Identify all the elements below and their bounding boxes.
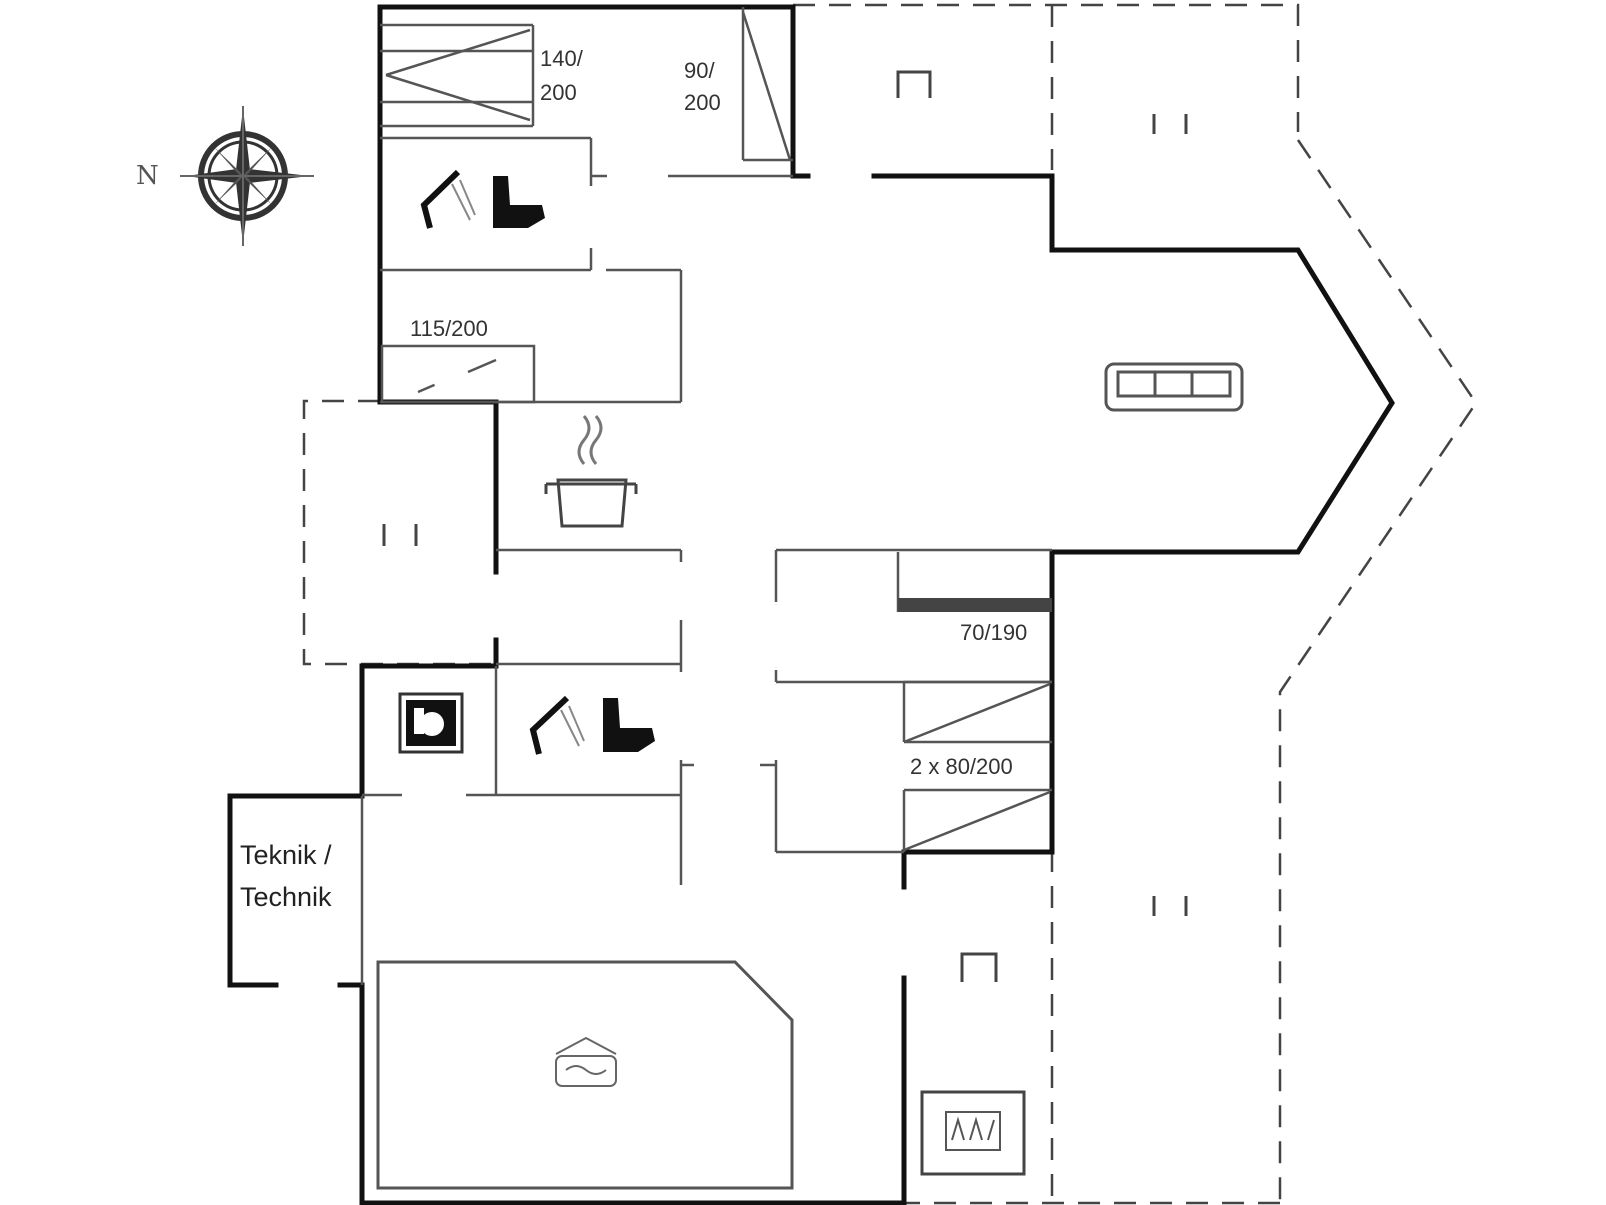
bed-140-200-label-line1: 140/ xyxy=(540,46,584,71)
shower-toilet-icon xyxy=(529,695,655,755)
bed-2x80-200-label: 2 x 80/200 xyxy=(910,754,1013,779)
terrace-outlines xyxy=(302,3,1478,1205)
utility-room-label-line2: Technik xyxy=(240,882,332,912)
shower-toilet-icon xyxy=(420,169,545,229)
sofa-icon xyxy=(1104,362,1244,412)
whirlpool-icon xyxy=(376,960,794,1190)
bed-140-200-label-line2: 200 xyxy=(540,80,577,105)
bed-90-200-label-line2: 200 xyxy=(684,90,721,115)
bed-115-200-label: 115/200 xyxy=(410,316,488,341)
compass-rose-icon xyxy=(180,106,314,246)
bed-2x80-200 xyxy=(903,682,1051,852)
garden-furniture-icon xyxy=(382,70,1188,982)
bed-90-200-label-line1: 90/ xyxy=(684,58,715,83)
washing-machine-icon xyxy=(398,692,464,754)
cooking-pot-icon xyxy=(544,415,638,528)
interior-walls xyxy=(360,7,1052,985)
compass-north-label: N xyxy=(136,161,159,191)
bed-115-200 xyxy=(380,344,536,404)
bed-140-200 xyxy=(380,28,533,122)
bed-70-190-label: 70/190 xyxy=(960,620,1027,645)
bed-90-200 xyxy=(741,11,792,161)
exterior-walls xyxy=(227,4,1395,1205)
utility-room-label-line1: Teknik / xyxy=(240,840,332,870)
sauna-icon xyxy=(920,1090,1026,1176)
